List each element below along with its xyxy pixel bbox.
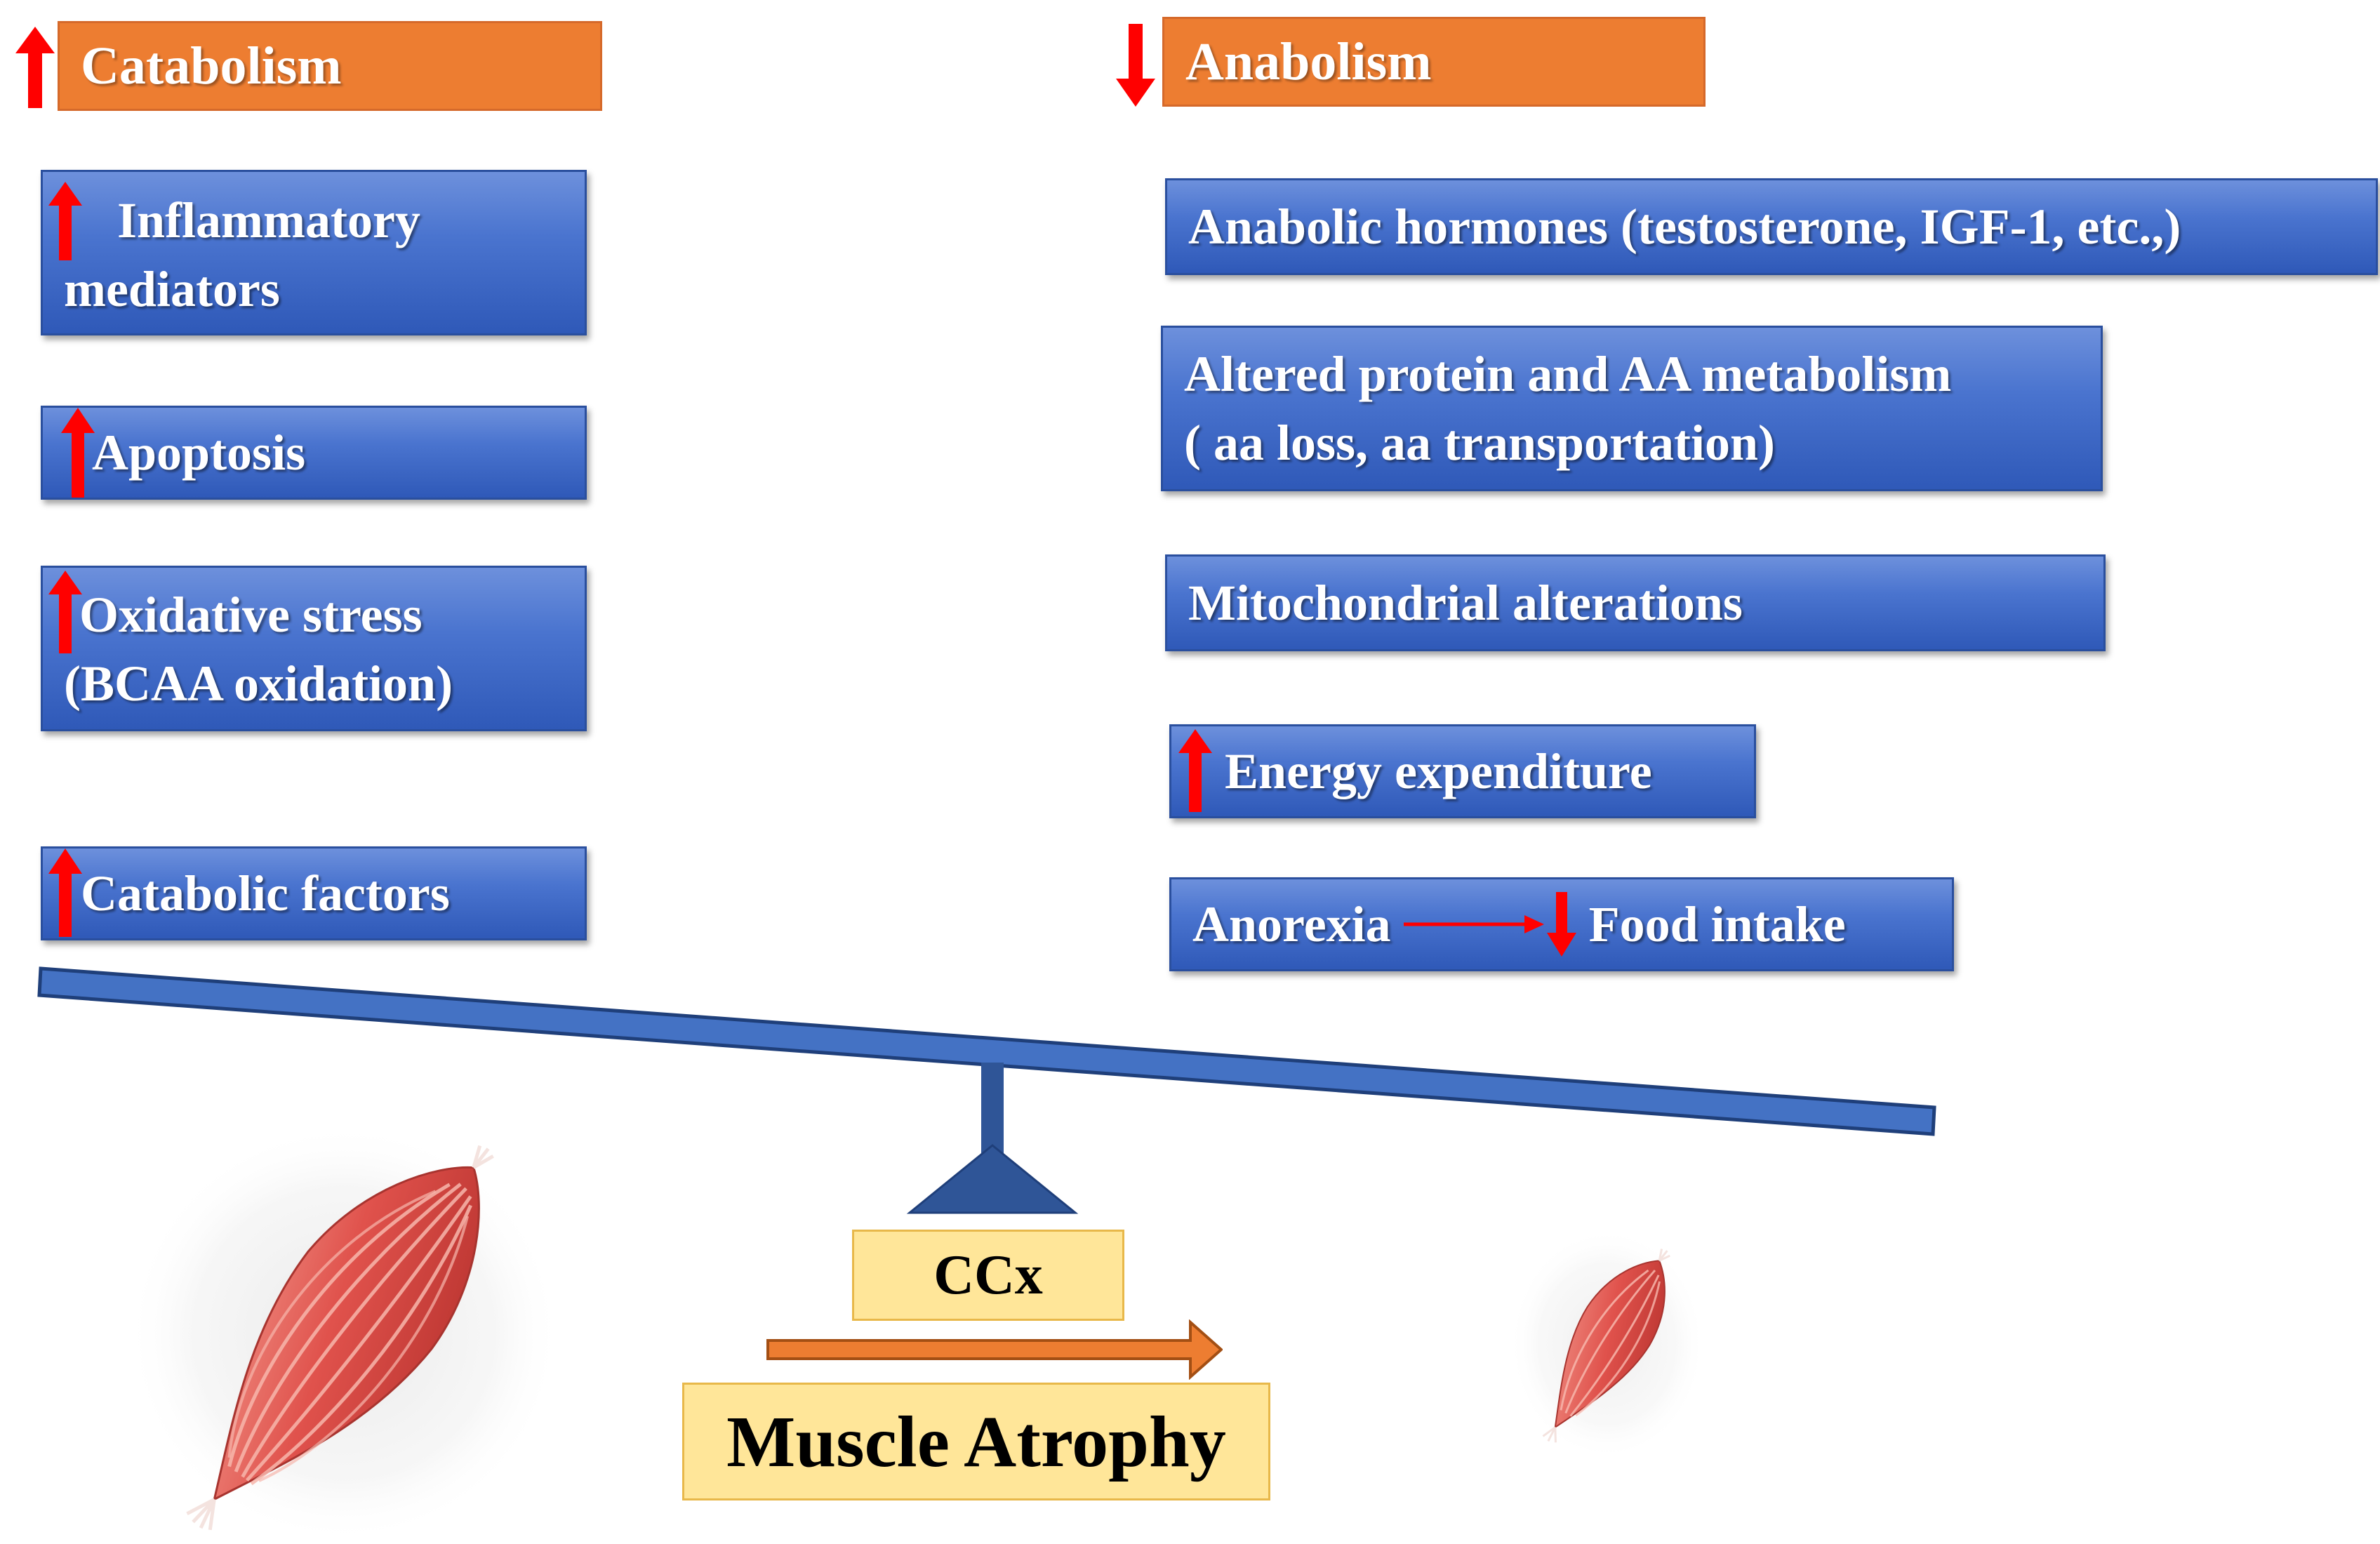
anabolism-item-altered-protein: Altered protein and AA metabolism ( aa l… — [1161, 326, 2103, 491]
up-arrow-icon — [48, 571, 82, 653]
anabolism-item-energy-expenditure: Energy expenditure — [1169, 724, 1756, 818]
catabolism-item-label: Inflammatory mediators — [64, 192, 420, 317]
up-arrow-icon — [48, 182, 82, 260]
anabolism-item-anabolic-hormones: Anabolic hormones (testosterone, IGF-1, … — [1165, 178, 2378, 275]
outcome-right-arrow-icon — [766, 1319, 1223, 1380]
anabolism-header-label: Anabolism — [1185, 32, 1432, 91]
catabolism-item-oxidative-stress: Oxidative stress (BCAA oxidation) — [41, 566, 587, 731]
ccx-label-box: CCx — [852, 1230, 1124, 1321]
catabolism-item-label: Oxidative stress (BCAA oxidation) — [64, 587, 453, 712]
catabolism-item-label: Apoptosis — [92, 425, 306, 481]
up-arrow-icon — [48, 848, 82, 937]
muscle-atrophy-label: Muscle Atrophy — [726, 1401, 1226, 1482]
anorexia-label: Anorexia — [1192, 896, 1391, 952]
anabolism-item-label: Energy expenditure — [1225, 743, 1652, 799]
anabolism-item-anorexia: Anorexia Food intake — [1169, 877, 1954, 971]
right-arrow-icon — [1403, 914, 1544, 935]
food-intake-label: Food intake — [1588, 896, 1846, 952]
catabolism-header: Catabolism — [58, 21, 602, 111]
catabolism-up-arrow-icon — [15, 27, 55, 108]
catabolism-item-catabolic-factors: Catabolic factors — [41, 846, 587, 940]
healthy-muscle-icon — [126, 1123, 561, 1544]
up-arrow-icon — [1178, 729, 1212, 812]
atrophied-muscle-icon — [1509, 1228, 1706, 1460]
anabolism-item-mitochondrial: Mitochondrial alterations — [1165, 554, 2106, 651]
up-arrow-icon — [61, 408, 95, 498]
anabolism-down-arrow-icon — [1116, 24, 1155, 107]
catabolism-item-label: Catabolic factors — [81, 865, 450, 921]
down-arrow-icon — [1546, 892, 1576, 957]
anabolism-header: Anabolism — [1162, 17, 1706, 107]
muscle-atrophy-box: Muscle Atrophy — [682, 1383, 1270, 1500]
anabolism-item-label: Anabolic hormones (testosterone, IGF-1, … — [1188, 199, 2181, 255]
ccx-label: CCx — [933, 1244, 1043, 1306]
anabolism-item-label: Altered protein and AA metabolism ( aa l… — [1184, 346, 1952, 471]
fulcrum-triangle-icon — [906, 1144, 1079, 1214]
balance-beam — [37, 966, 1936, 1136]
catabolism-item-inflammatory-mediators: Inflammatory mediators — [41, 170, 587, 335]
catabolism-header-label: Catabolism — [81, 36, 342, 95]
catabolism-item-apoptosis: Apoptosis — [41, 406, 587, 500]
anabolism-item-label: Mitochondrial alterations — [1188, 575, 1743, 631]
